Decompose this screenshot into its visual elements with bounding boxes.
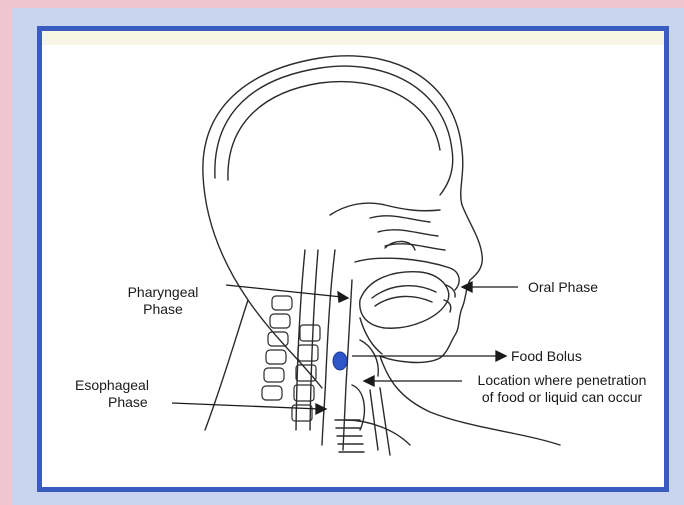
penetration-label-line2: of food or liquid can occur — [466, 389, 658, 406]
food-bolus-marker — [333, 352, 347, 370]
pharyngeal-label-line1: Pharyngeal — [107, 284, 219, 301]
skull-inner-outline — [215, 66, 453, 195]
pharyngeal-phase-label: Pharyngeal Phase — [107, 284, 219, 318]
pharyngeal-arrow — [226, 285, 342, 297]
esophageal-label-line1: Esophageal — [75, 377, 149, 394]
esophageal-arrow — [172, 403, 320, 409]
neck-back — [205, 300, 248, 430]
esophageal-phase-label: Esophageal Phase — [75, 377, 149, 411]
skull-outline — [203, 56, 482, 388]
penetration-label-line1: Location where penetration — [466, 372, 658, 389]
food-bolus-label: Food Bolus — [511, 348, 582, 365]
penetration-location-label: Location where penetration of food or li… — [466, 372, 658, 406]
pharyngeal-label-line2: Phase — [107, 301, 219, 318]
oral-phase-label: Oral Phase — [528, 279, 598, 296]
tongue — [360, 272, 449, 329]
pharynx-wall-posterior — [322, 250, 335, 445]
esophageal-label-line2: Phase — [75, 394, 149, 411]
